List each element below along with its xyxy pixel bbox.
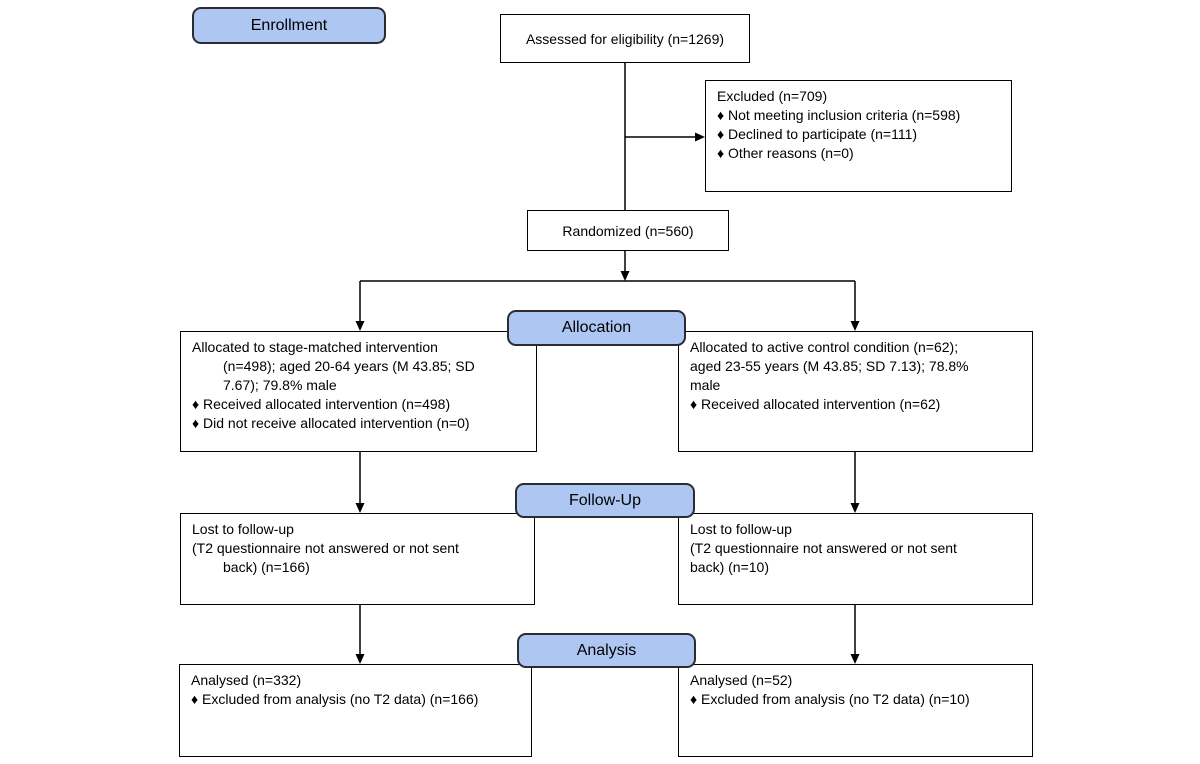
assessed-eligibility-box: Assessed for eligibility (n=1269) [500,14,750,63]
arrowhead-alloc-left [355,321,365,331]
arrowhead-analysis-left [355,654,365,664]
analysis-stage-banner: Analysis [517,633,696,668]
analysis-intervention-box: Analysed (n=332) ♦ Excluded from analysi… [179,664,532,757]
assessed-eligibility-text: Assessed for eligibility (n=1269) [525,30,725,47]
allocation-control-box: Allocated to active control condition (n… [678,331,1033,452]
arrowhead-followup-right [850,503,860,513]
followup-control-box: Lost to follow-up (T2 questionnaire not … [678,513,1033,605]
alloc-left-line2: (n=498); aged 20-64 years (M 43.85; SD [223,358,475,374]
excluded-reason-other: ♦ Other reasons (n=0) [717,145,854,161]
alloc-left-line1: Allocated to stage-matched intervention [192,339,438,355]
analysis-right-line2: ♦ Excluded from analysis (no T2 data) (n… [690,691,970,707]
excluded-reason-inclusion: ♦ Not meeting inclusion criteria (n=598) [717,107,961,123]
followup-right-line1: Lost to follow-up [690,521,792,537]
followup-left-line1: Lost to follow-up [192,521,294,537]
arrowhead-split [620,271,630,281]
followup-right-line2: (T2 questionnaire not answered or not se… [690,540,957,556]
followup-left-line3: back) (n=166) [223,559,310,575]
followup-left-line2: (T2 questionnaire not answered or not se… [192,540,459,556]
followup-intervention-box: Lost to follow-up (T2 questionnaire not … [180,513,535,605]
allocation-stage-banner: Allocation [507,310,686,346]
randomized-text: Randomized (n=560) [562,222,694,239]
analysis-control-box: Analysed (n=52) ♦ Excluded from analysis… [678,664,1033,757]
enrollment-stage-banner: Enrollment [192,7,386,44]
alloc-left-line3: 7.67); 79.8% male [223,377,337,393]
arrowhead-followup-left [355,503,365,513]
allocation-intervention-box: Allocated to stage-matched intervention … [180,331,537,452]
alloc-left-not-received: ♦ Did not receive allocated intervention… [192,415,470,431]
analysis-left-line1: Analysed (n=332) [191,672,302,688]
alloc-right-line1: Allocated to active control condition (n… [690,339,959,355]
excluded-reason-declined: ♦ Declined to participate (n=111) [717,126,918,142]
followup-right-line3: back) (n=10) [690,559,769,575]
excluded-title: Excluded (n=709) [717,88,828,104]
alloc-right-received: ♦ Received allocated intervention (n=62) [690,396,941,412]
followup-stage-banner: Follow-Up [515,483,695,518]
randomized-box: Randomized (n=560) [527,210,729,251]
excluded-box: Excluded (n=709) ♦ Not meeting inclusion… [705,80,1012,192]
analysis-left-line2: ♦ Excluded from analysis (no T2 data) (n… [191,691,479,707]
arrowhead-excluded [695,132,705,142]
alloc-right-line3: male [690,377,721,393]
analysis-right-line1: Analysed (n=52) [690,672,793,688]
alloc-right-line2: aged 23-55 years (M 43.85; SD 7.13); 78.… [690,358,969,374]
alloc-left-received: ♦ Received allocated intervention (n=498… [192,396,451,412]
arrowhead-alloc-right [850,321,860,331]
arrowhead-analysis-right [850,654,860,664]
